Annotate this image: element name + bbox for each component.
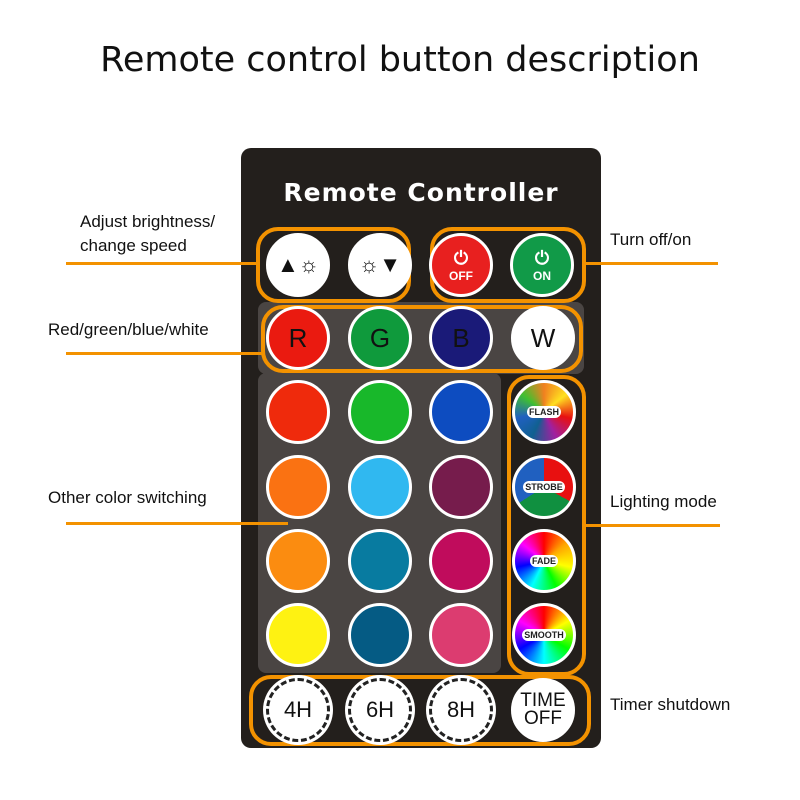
timer-button-8h-label: 8H xyxy=(446,697,476,722)
brightness-down-icon: ☼▼ xyxy=(359,252,401,277)
brightness-up-button[interactable]: ▲☼ xyxy=(266,233,330,297)
color-button[interactable] xyxy=(266,603,330,667)
color-button[interactable] xyxy=(266,455,330,519)
timer-button-6h[interactable]: 6H xyxy=(348,678,412,742)
pointer-line xyxy=(586,524,720,527)
rgbw-button-b-label: B xyxy=(452,322,470,353)
label-mode: Lighting mode xyxy=(610,492,717,511)
color-button[interactable] xyxy=(429,380,493,444)
color-button[interactable] xyxy=(266,529,330,593)
remote-title: Remote Controller xyxy=(283,178,559,207)
timer-button-4h[interactable]: 4H xyxy=(266,678,330,742)
rgbw-button-r[interactable]: R xyxy=(266,306,330,370)
power-icon: ⏻ xyxy=(453,247,469,268)
color-button[interactable] xyxy=(348,380,412,444)
off-button[interactable]: ⏻OFF xyxy=(429,233,493,297)
pointer-line xyxy=(66,522,288,525)
rgbw-button-b[interactable]: B xyxy=(429,306,493,370)
color-button[interactable] xyxy=(429,529,493,593)
rgbw-button-g[interactable]: G xyxy=(348,306,412,370)
label-brightness-1: Adjust brightness/ xyxy=(80,212,216,231)
label-timer: Timer shutdown xyxy=(610,695,731,714)
timer-button-4h-label: 4H xyxy=(283,697,313,722)
timer-button-time-off-label: TIME OFF xyxy=(520,690,566,729)
label-other: Other color switching xyxy=(48,488,207,507)
rgbw-button-w-label: W xyxy=(530,322,556,353)
brightness-down-button[interactable]: ☼▼ xyxy=(348,233,412,297)
timer-button-8h[interactable]: 8H xyxy=(429,678,493,742)
pointer-line xyxy=(66,262,258,265)
mode-button-smooth-label: SMOOTH xyxy=(522,629,566,641)
timer-group xyxy=(249,675,591,746)
brightness-up-icon: ▲☼ xyxy=(277,252,319,277)
color-button[interactable] xyxy=(348,529,412,593)
rgbw-group xyxy=(261,305,583,373)
mode-button-strobe-label: STROBE xyxy=(523,481,565,493)
mode-button-strobe[interactable]: STROBE xyxy=(512,455,576,519)
color-button[interactable] xyxy=(429,603,493,667)
color-button[interactable] xyxy=(429,455,493,519)
color-button[interactable] xyxy=(348,455,412,519)
timer-button-6h-label: 6H xyxy=(365,697,395,722)
label-brightness-2: change speed xyxy=(80,236,187,255)
label-rgbw: Red/green/blue/white xyxy=(48,320,209,339)
mode-button-flash[interactable]: FLASH xyxy=(512,380,576,444)
on-button[interactable]: ⏻ON xyxy=(510,233,574,297)
timer-button-time-off[interactable]: TIME OFF xyxy=(511,678,575,742)
label-power: Turn off/on xyxy=(610,230,692,249)
page-title: Remote control button description xyxy=(100,40,700,80)
mode-button-smooth[interactable]: SMOOTH xyxy=(512,603,576,667)
mode-button-flash-label: FLASH xyxy=(527,406,561,418)
mode-button-fade-label: FADE xyxy=(529,555,558,567)
mode-button-fade[interactable]: FADE xyxy=(512,529,576,593)
on-label: ON xyxy=(533,268,551,283)
rgbw-button-g-label: G xyxy=(369,322,391,353)
mode-group xyxy=(507,375,586,676)
rgbw-button-w[interactable]: W xyxy=(511,306,575,370)
power-icon: ⏻ xyxy=(534,247,550,268)
pointer-line xyxy=(66,352,262,355)
color-button[interactable] xyxy=(348,603,412,667)
color-button[interactable] xyxy=(266,380,330,444)
pointer-line xyxy=(586,262,718,265)
off-label: OFF xyxy=(449,268,473,283)
rgbw-button-r-label: R xyxy=(288,322,308,353)
